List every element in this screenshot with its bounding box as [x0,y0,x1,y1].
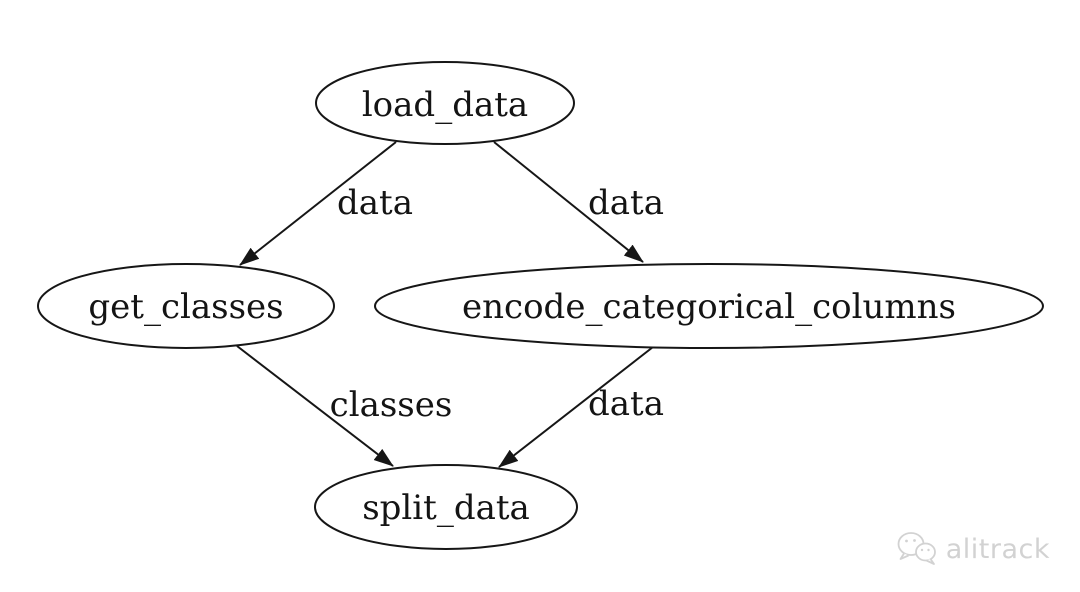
edge-load-data-to-encode-categorical-columns: data [493,141,664,263]
node-label: get_classes [88,287,283,327]
edge-arrow [239,141,397,266]
edge-label: data [337,183,413,223]
node-label: encode_categorical_columns [462,287,956,327]
edge-label: classes [330,385,453,425]
node-ellipse [37,263,335,349]
node-ellipse [315,61,575,145]
edge-arrow [498,346,654,468]
node-get-classes: get_classes [37,263,335,349]
node-label: split_data [362,488,530,528]
edge-label: data [588,384,664,424]
node-ellipse [314,464,578,550]
edge-arrow [236,345,394,467]
node-split-data: split_data [314,464,578,550]
node-load-data: load_data [315,61,575,145]
node-label: load_data [362,85,528,125]
node-ellipse [374,263,1044,349]
edge-arrow [493,141,644,263]
watermark: alitrack [895,530,1050,568]
node-encode-categorical-columns: encode_categorical_columns [374,263,1044,349]
edge-label: data [588,183,664,223]
watermark-text: alitrack [945,533,1050,565]
edge-get-classes-to-split-data: classes [236,345,453,467]
wechat-icon [897,532,936,565]
edge-load-data-to-get-classes: data [239,141,413,266]
edge-encode-categorical-columns-to-split-data: data [498,346,664,468]
